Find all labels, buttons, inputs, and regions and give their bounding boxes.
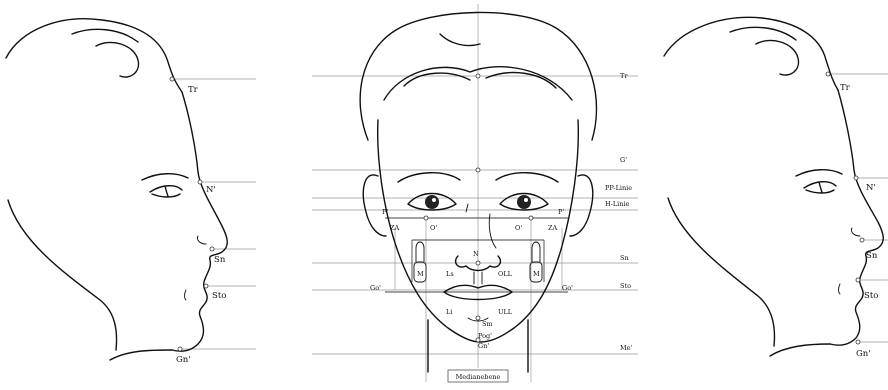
- left-mouth-mark: [185, 290, 187, 300]
- right-neck: [770, 344, 830, 356]
- front-right-tooth-root: [532, 242, 540, 262]
- left-point-n: [198, 180, 202, 184]
- front-label-tr: Tr: [620, 72, 628, 80]
- front-label-ls: Ls: [446, 270, 454, 278]
- front-right-iris: [517, 195, 531, 209]
- right-hair-top: [730, 27, 796, 40]
- front-left-tooth-root: [416, 242, 424, 262]
- left-label-gn: Gn': [176, 355, 191, 365]
- left-face-profile: [172, 92, 227, 351]
- front-left-glint: [432, 198, 436, 202]
- left-point-gn: [178, 347, 182, 351]
- front-label-n: N: [473, 250, 479, 258]
- right-point-tr: [826, 72, 830, 76]
- left-point-sn: [210, 247, 214, 251]
- front-label-h: H-Linie: [605, 200, 630, 208]
- front-label-sm: Sm: [482, 320, 493, 328]
- left-brow: [142, 174, 188, 180]
- left-label-n: N': [206, 185, 216, 195]
- front-left-ear: [363, 175, 386, 236]
- front-label-m-right: M: [533, 270, 540, 278]
- right-back-head: [668, 198, 774, 346]
- front-label-go-right: Go': [562, 284, 573, 292]
- right-hair-curl: [756, 40, 799, 75]
- front-label-go-left: Go': [370, 284, 381, 292]
- left-back-head: [8, 200, 117, 350]
- front-label-ull: ULL: [498, 308, 513, 316]
- front-left-brow: [398, 173, 460, 182]
- front-right-glint: [524, 198, 528, 202]
- left-nostril: [197, 236, 206, 244]
- left-eye: [150, 186, 182, 197]
- front-point-o-left: [424, 216, 428, 220]
- front-label-za-left: ZA: [390, 224, 400, 232]
- front-label-sn: Sn: [620, 254, 629, 262]
- right-point-sto: [856, 278, 860, 282]
- left-label-tr: Tr: [188, 85, 199, 95]
- left-hair-curl: [96, 42, 139, 77]
- front-point-n: [476, 261, 480, 265]
- left-neck: [110, 350, 172, 360]
- front-label-za-right: ZA: [548, 224, 558, 232]
- left-label-sn: Sn: [214, 255, 226, 265]
- right-mouth-mark: [839, 284, 841, 294]
- right-label-sn: Sn: [866, 251, 878, 261]
- front-point-g: [476, 168, 480, 172]
- front-label-g: G': [620, 156, 627, 164]
- right-point-n: [854, 176, 858, 180]
- right-profile: Tr N' Sn Sto Gn': [664, 17, 888, 359]
- right-eye: [804, 182, 836, 193]
- front-label-o-left: O': [430, 224, 437, 232]
- front-point-sm: [476, 316, 480, 320]
- front-label-sto: Sto: [620, 282, 631, 290]
- front-right-brow: [496, 173, 558, 182]
- front-point-tr: [476, 74, 480, 78]
- front-nose-bridge: [466, 204, 496, 248]
- front-label-gn: Gn': [478, 342, 489, 350]
- front-label-p-left: P': [382, 208, 388, 216]
- left-label-sto: Sto: [212, 291, 226, 301]
- right-nostril: [851, 228, 860, 236]
- left-profile: Tr N' Sn Sto Gn': [6, 19, 256, 365]
- front-label-o-right: O': [515, 224, 522, 232]
- front-left-iris: [425, 195, 439, 209]
- front-label-me: Me': [620, 344, 633, 352]
- front-label-p-right: P': [558, 208, 564, 216]
- right-brow: [796, 170, 842, 176]
- right-label-tr: Tr: [840, 83, 851, 93]
- front-label-pog: Pog': [478, 332, 492, 340]
- right-label-gn: Gn': [856, 349, 871, 359]
- front-label-m-left: M: [417, 270, 424, 278]
- front-point-o-right: [529, 216, 533, 220]
- right-label-n: N': [866, 183, 876, 193]
- front-label-median: Medianebene: [456, 373, 501, 381]
- right-point-sn: [860, 238, 864, 242]
- right-label-sto: Sto: [864, 291, 878, 301]
- right-hair-outline: [664, 17, 838, 90]
- front-label-oll: OLL: [498, 270, 513, 278]
- left-point-tr: [170, 77, 174, 81]
- left-point-sto: [204, 284, 208, 288]
- front-label-pp: PP-Linie: [605, 184, 632, 192]
- front-hair-part: [440, 34, 480, 46]
- front-label-li: Li: [446, 308, 452, 316]
- right-point-gn: [856, 340, 860, 344]
- front-right-ear: [570, 175, 593, 236]
- left-hair-top: [72, 29, 138, 42]
- frontal-face: P' P' ZA ZA O' O' N M M Ls OLL Go' Go' L…: [312, 4, 638, 382]
- right-face-profile: [830, 90, 883, 345]
